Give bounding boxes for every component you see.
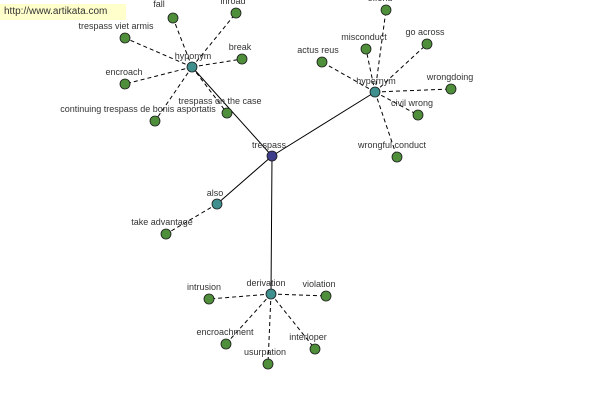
edge-derivation-violation: [270, 293, 327, 297]
node-offend[interactable]: [380, 4, 392, 16]
label-civil-wrong: civil wrong: [391, 98, 433, 108]
edge-hyponym-fall: [172, 17, 193, 68]
edge-hypernym-wrongful-conduct: [374, 91, 398, 158]
edge-trespass-hypernym: [271, 91, 376, 157]
graph-nodes: [119, 4, 457, 370]
node-usurpation[interactable]: [262, 358, 274, 370]
label-trespass: trespass: [252, 140, 287, 150]
label-also: also: [207, 188, 224, 198]
node-trespass[interactable]: [266, 150, 278, 162]
label-offend: offend: [368, 0, 393, 3]
node-break[interactable]: [236, 53, 248, 65]
label-wrongful-conduct: wrongful conduct: [357, 140, 427, 150]
edge-hyponym-encroach: [124, 66, 193, 85]
edge-hypernym-civil-wrong: [374, 91, 419, 116]
edge-hyponym-continuing-trespass: [154, 66, 193, 122]
node-intrusion[interactable]: [203, 293, 215, 305]
node-actus-reus[interactable]: [316, 56, 328, 68]
node-take-advantage[interactable]: [160, 228, 172, 240]
label-inroad: inroad: [220, 0, 245, 6]
node-interloper[interactable]: [309, 343, 321, 355]
edge-hypernym-wrongdoing: [374, 88, 452, 93]
label-hyponym: hyponym: [175, 51, 212, 61]
graph-edges: [124, 9, 452, 365]
edge-hypernym-go-across: [374, 43, 428, 93]
label-usurpation: usurpation: [244, 347, 286, 357]
label-misconduct: misconduct: [341, 32, 387, 42]
node-continuing-trespass[interactable]: [149, 115, 161, 127]
node-hypernym[interactable]: [369, 86, 381, 98]
edge-derivation-interloper: [270, 293, 316, 350]
node-violation[interactable]: [320, 290, 332, 302]
edge-hyponym-break: [191, 58, 243, 68]
label-intrusion: intrusion: [187, 282, 221, 292]
label-take-advantage: take advantage: [131, 217, 193, 227]
edge-trespass-also: [216, 155, 273, 205]
node-encroachment[interactable]: [220, 338, 232, 350]
label-derivation: derivation: [246, 278, 285, 288]
label-interloper: interloper: [289, 332, 327, 342]
node-civil-wrong[interactable]: [412, 109, 424, 121]
label-encroach: encroach: [105, 67, 142, 77]
label-break: break: [229, 42, 252, 52]
edge-hyponym-inroad: [191, 12, 237, 68]
node-hyponym[interactable]: [186, 61, 198, 73]
node-inroad[interactable]: [230, 7, 242, 19]
edge-hyponym-trespass-viet-armis: [124, 37, 193, 68]
edge-trespass-derivation: [270, 155, 273, 295]
node-wrongdoing[interactable]: [445, 83, 457, 95]
node-go-across[interactable]: [421, 38, 433, 50]
node-encroach[interactable]: [119, 78, 131, 90]
node-also[interactable]: [211, 198, 223, 210]
label-continuing-trespass: continuing trespass de bonis asportatis: [60, 104, 216, 114]
node-misconduct[interactable]: [360, 43, 372, 55]
edge-hypernym-actus-reus: [321, 61, 376, 93]
edge-hypernym-misconduct: [365, 48, 376, 93]
label-trespass-on-the-case: trespass on the case: [178, 96, 261, 106]
source-url[interactable]: http://www.artikata.com: [0, 4, 126, 20]
edge-derivation-usurpation: [267, 293, 272, 365]
edge-derivation-intrusion: [208, 293, 272, 300]
graph-labels: trespass hyponym hypernym also derivation fal…: [60, 0, 473, 357]
edge-derivation-encroachment: [225, 293, 272, 345]
node-derivation[interactable]: [265, 288, 277, 300]
edge-hyponym-trespass-on-the-case: [191, 66, 228, 114]
label-violation: violation: [302, 279, 335, 289]
label-trespass-viet-armis: trespass viet armis: [78, 21, 154, 31]
label-go-across: go across: [405, 27, 445, 37]
edge-also-take-advantage: [165, 203, 218, 235]
label-encroachment: encroachment: [196, 327, 254, 337]
label-actus-reus: actus reus: [297, 45, 339, 55]
node-trespass-viet-armis[interactable]: [119, 32, 131, 44]
label-hypernym: hypernym: [356, 76, 396, 86]
label-fall: fall: [153, 0, 165, 9]
node-wrongful-conduct[interactable]: [391, 151, 403, 163]
node-fall[interactable]: [167, 12, 179, 24]
node-trespass-on-the-case[interactable]: [221, 107, 233, 119]
label-wrongdoing: wrongdoing: [426, 72, 474, 82]
